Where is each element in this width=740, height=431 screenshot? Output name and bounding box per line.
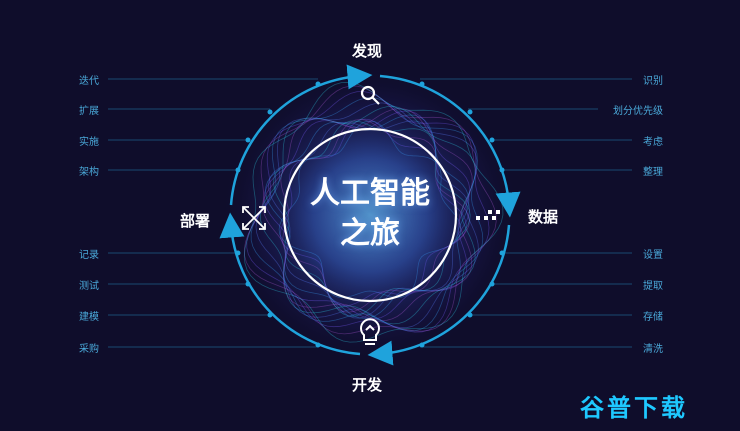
label-iterate: 迭代	[79, 76, 99, 87]
wave-line	[243, 81, 504, 343]
core-glow	[275, 120, 465, 310]
wave-line	[246, 91, 490, 333]
label-record: 记录	[79, 250, 99, 261]
label-prioritize: 划分优先级	[613, 106, 663, 117]
phase-discover: 发现	[352, 42, 383, 60]
watermark-logo: 谷普下载	[580, 394, 688, 422]
wave-line	[262, 108, 473, 321]
lightbulb-icon	[360, 318, 380, 345]
phase-data: 数据	[528, 208, 559, 226]
search-icon	[360, 85, 380, 105]
label-test: 测试	[79, 281, 99, 292]
center-title-line2: 之旅	[340, 216, 400, 251]
label-store: 存储	[643, 312, 663, 323]
label-identify: 识别	[643, 76, 663, 87]
phase-develop: 开发	[352, 376, 383, 394]
center-title-line1: 人工智能	[310, 176, 430, 211]
label-setup: 设置	[643, 250, 663, 261]
center-title: 人工智能 之旅	[285, 174, 455, 254]
phase-deploy: 部署	[180, 212, 211, 230]
right-guide-lines	[420, 78, 632, 348]
ring-dots	[235, 81, 505, 348]
label-model: 建模	[79, 312, 99, 323]
label-consider: 考虑	[643, 137, 663, 148]
wave-line	[250, 97, 484, 332]
label-clean: 清洗	[643, 344, 663, 355]
data-blocks-icon	[476, 210, 500, 220]
inner-ring	[282, 127, 458, 303]
expand-arrows-icon	[242, 206, 266, 230]
wave-line	[243, 85, 497, 335]
wave-line	[255, 102, 479, 329]
label-architecture: 架构	[79, 167, 99, 178]
left-guide-lines	[108, 78, 318, 348]
label-extract: 提取	[643, 281, 663, 292]
label-procure: 采购	[79, 344, 99, 355]
label-expand: 扩展	[79, 106, 99, 117]
label-implement: 实施	[79, 137, 99, 148]
wave-line	[259, 105, 476, 325]
label-organize: 整理	[643, 167, 663, 178]
